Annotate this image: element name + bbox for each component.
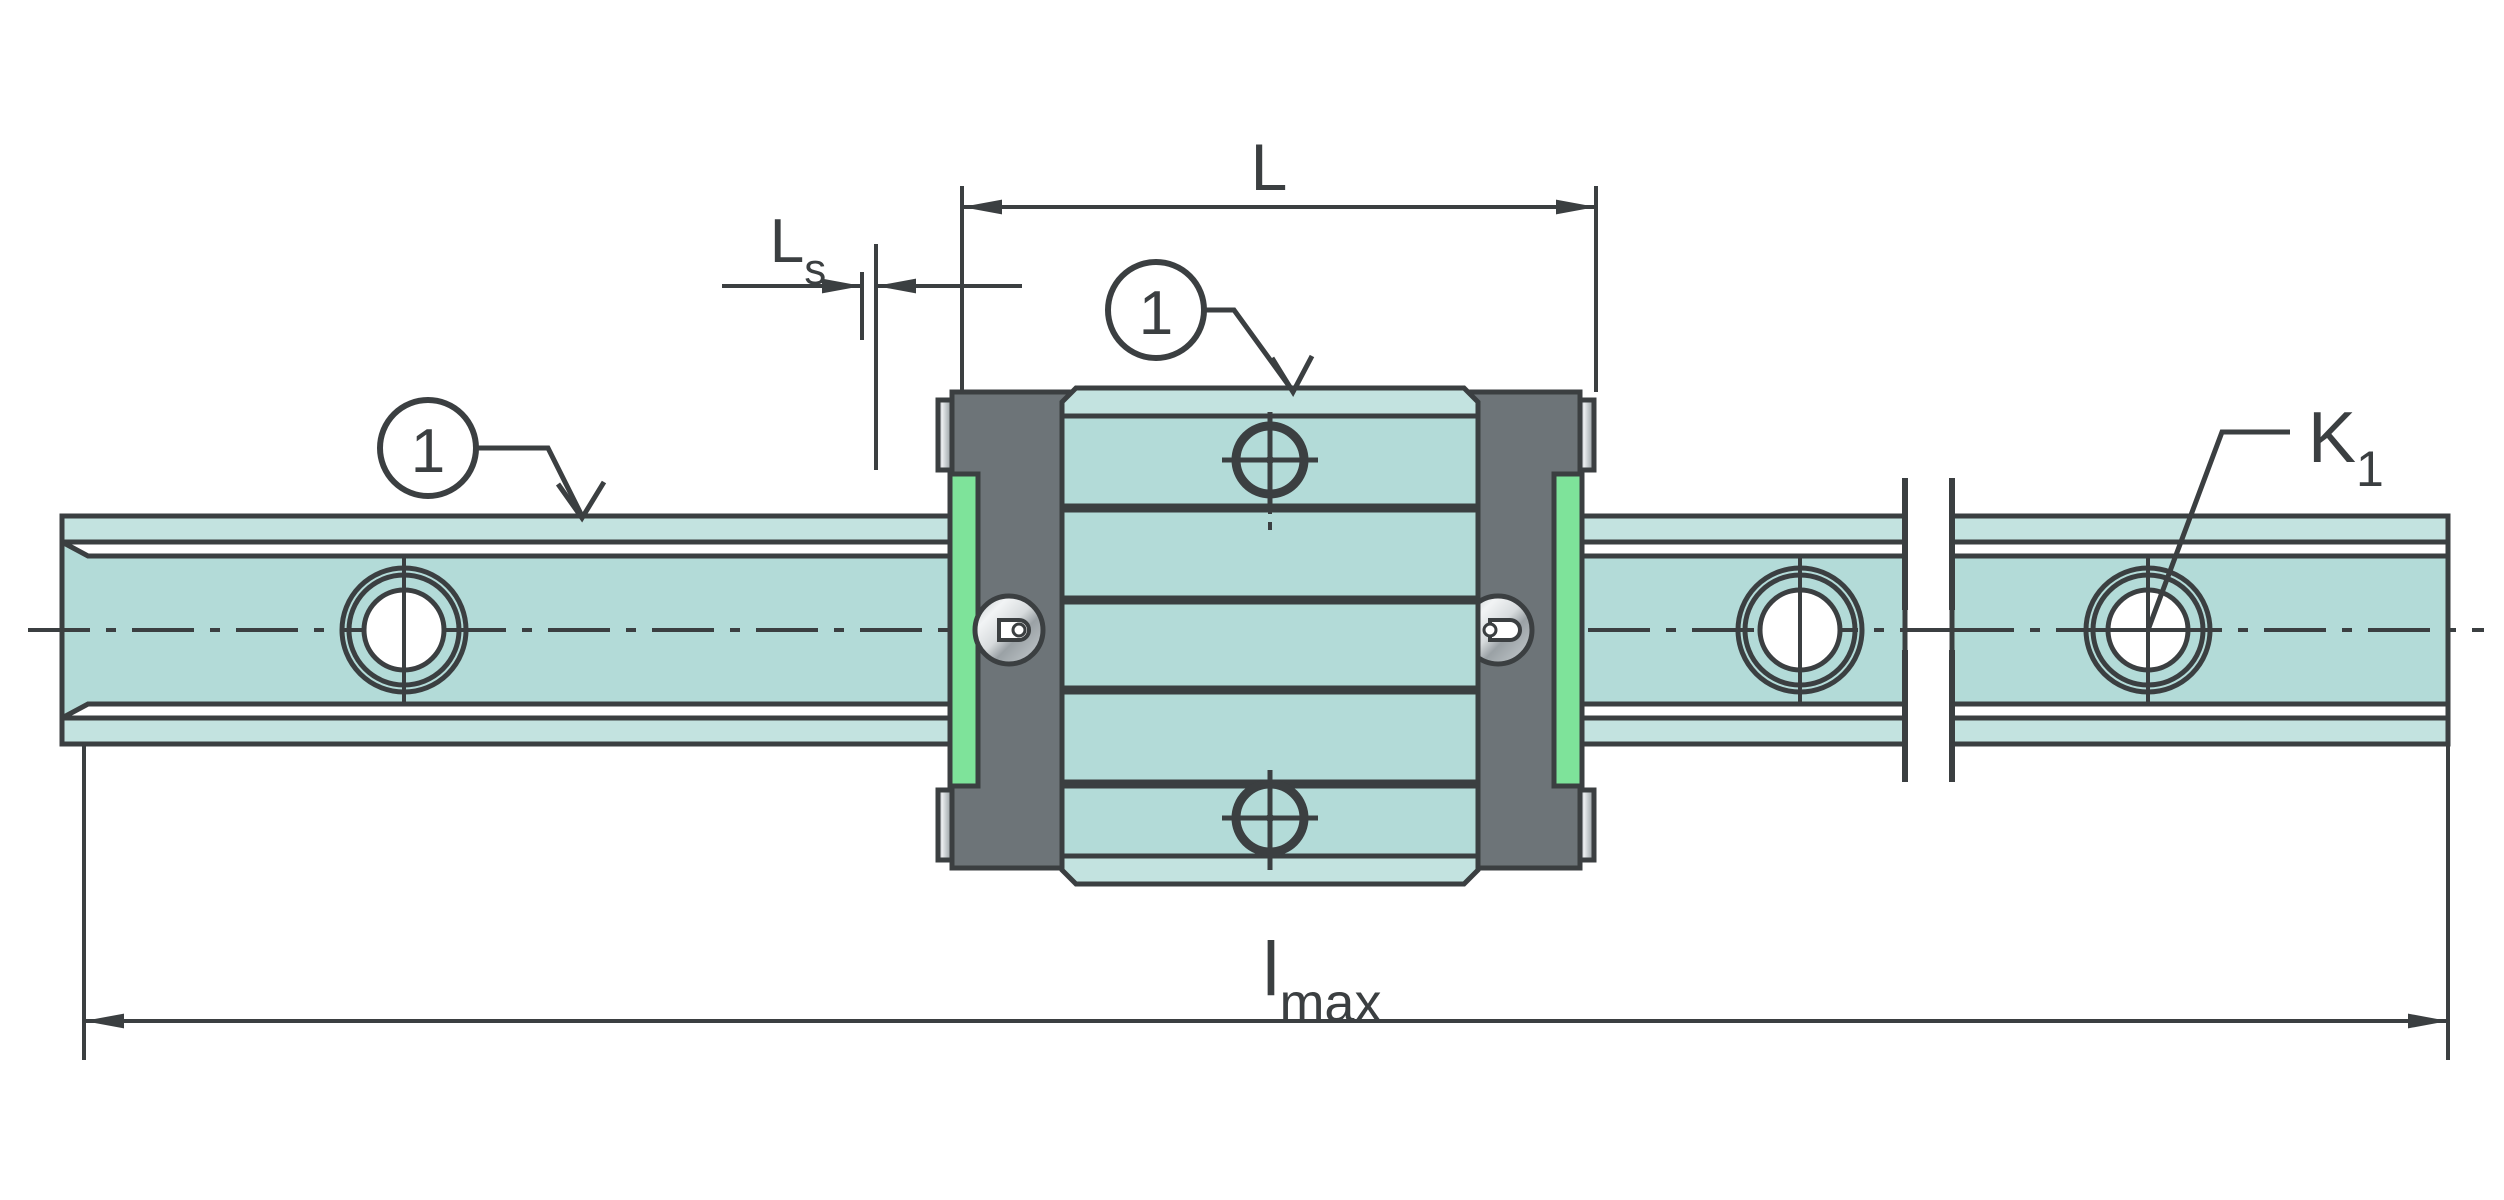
rail-web-right xyxy=(1949,542,2451,707)
rail-mounting-hole xyxy=(339,556,469,704)
leader-label-K1: K1 xyxy=(2308,398,2384,497)
carriage-mounting-thread-top xyxy=(1222,412,1318,530)
end-seal-right xyxy=(1551,471,1585,789)
surface-finish-tick xyxy=(1269,354,1315,398)
balloon-label: 1 xyxy=(411,417,445,486)
carriage-band-2 xyxy=(1059,507,1481,601)
end-cap-plug-bottom-right xyxy=(1577,787,1597,863)
dimension-label-lmax: lmax xyxy=(1263,927,1382,1033)
carriage-mounting-thread-bottom xyxy=(1222,770,1318,870)
end-cap-plug-top-right xyxy=(1577,397,1597,473)
rail-chamfer-lines-right xyxy=(1952,554,2448,706)
leader-callout-K1[interactable]: K1 xyxy=(2145,398,2384,631)
balloon-callout-rail[interactable]: 1 xyxy=(377,397,607,523)
balloon-label: 1 xyxy=(1139,279,1173,348)
carriage-end-cap-left xyxy=(935,389,1079,871)
carriage-end-cap-right xyxy=(1453,389,1597,871)
rail-mounting-hole xyxy=(1735,556,1865,704)
dimension-Ls: Ls xyxy=(722,207,1022,470)
dimension-label-L: L xyxy=(1251,130,1288,204)
lubrication-port-left xyxy=(972,593,1046,667)
leader-line-K1 xyxy=(2145,429,2290,631)
dimension-lmax: lmax xyxy=(82,744,2450,1060)
balloon-leader-line xyxy=(1204,307,1295,392)
end-seal-left xyxy=(947,471,981,789)
carriage-band-top-cap xyxy=(1059,385,1481,419)
dimension-L: L xyxy=(960,130,1598,392)
balloon-callout-carriage[interactable]: 1 xyxy=(1105,259,1315,398)
rail-top-flange-right xyxy=(1949,513,2451,545)
carriage-band-4 xyxy=(1059,689,1481,785)
carriage-block xyxy=(935,385,1597,887)
end-cap-plug-bottom-left xyxy=(935,787,955,863)
balloon-leader-line xyxy=(476,445,585,518)
surface-finish-tick xyxy=(555,480,607,523)
rail-break-line xyxy=(1902,478,1955,782)
dimension-label-Ls: Ls xyxy=(770,207,826,294)
end-cap-plug-top-left xyxy=(935,397,955,473)
rail-bottom-flange-right xyxy=(1949,715,2451,747)
carriage-band-3-center xyxy=(1059,599,1481,691)
